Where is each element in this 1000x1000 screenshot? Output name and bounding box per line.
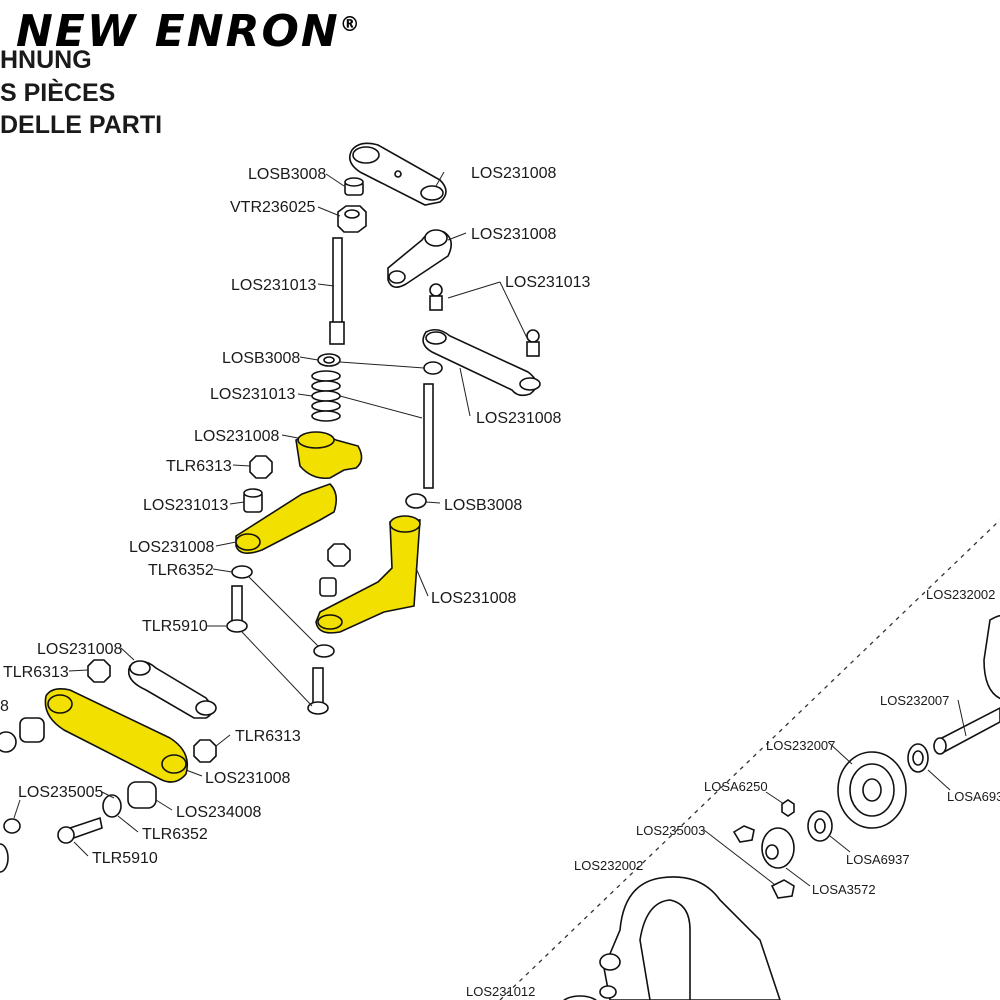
idler-shaft [933, 707, 1000, 755]
label-los231008-rack: LOS231008 [205, 770, 291, 787]
label-los231013-spring: LOS231013 [210, 386, 296, 403]
bolt-upper [226, 585, 248, 633]
label-vtr236025: VTR236025 [230, 199, 315, 216]
label-losa6250: LOSA6250 [704, 779, 768, 794]
label-los232002-bottom: LOS232002 [574, 858, 643, 873]
rack-top-link [127, 660, 217, 719]
lock-nut-rack-right [193, 739, 217, 763]
part-left-edge [0, 843, 9, 873]
label-losa6937: LOSA6937 [846, 852, 910, 867]
bellcrank-top [387, 229, 452, 288]
label-los231008-arm-right: LOS231008 [431, 590, 517, 607]
label-los234008: LOS234008 [176, 804, 262, 821]
steering-arm-left-yellow [235, 483, 338, 554]
spur-gear-los232007 [837, 751, 907, 829]
assembly-axis-line [499, 519, 1000, 1000]
gearbox-housing-los232002 [599, 876, 781, 1000]
washer-tlr6352-upper [231, 565, 253, 579]
bottom-edge-part [563, 995, 597, 1000]
lock-nut-mid [249, 455, 273, 479]
washer-tlr6352-rack [102, 794, 122, 818]
pivot-shaft-left [329, 237, 345, 345]
leader-lines [13, 171, 967, 887]
label-fragment-8: 8 [0, 698, 9, 715]
bushing-los234008 [127, 781, 157, 809]
label-tlr6313-a: TLR6313 [166, 458, 232, 475]
pinion-gear-losa3572 [761, 827, 795, 869]
lock-nut-top [337, 205, 367, 233]
label-losa3572: LOSA3572 [812, 882, 876, 897]
servo-saver-cup-yellow [295, 431, 363, 480]
bushing-rack-left [19, 717, 45, 743]
label-losb3008-mid: LOSB3008 [222, 350, 300, 367]
label-los231013-ball: LOS231013 [505, 274, 591, 291]
steering-rack-yellow [44, 688, 189, 783]
label-los231008-link: LOS231008 [476, 410, 562, 427]
brand-logo: NEW ENRON® [16, 6, 362, 57]
drag-link [422, 328, 541, 397]
label-los231013-shaft: LOS231013 [231, 277, 317, 294]
spring [311, 370, 341, 422]
washer-mid-left [317, 353, 341, 367]
label-losb3008-low: LOSB3008 [444, 497, 522, 514]
washer-low [405, 493, 427, 509]
heading-french: S PIÈCES [0, 79, 116, 107]
gearbox-top-fragment [983, 614, 1000, 700]
set-screw-losa6250 [781, 799, 795, 817]
label-los232007-gear: LOS232007 [766, 738, 835, 753]
label-los231008-bellcrank: LOS231008 [471, 226, 557, 243]
label-los231013-bushing: LOS231013 [143, 497, 229, 514]
registered-mark: ® [339, 12, 362, 36]
label-los231008-top: LOS231008 [471, 165, 557, 182]
label-los231008-rack-top: LOS231008 [37, 641, 123, 658]
bearing-losa6937 [807, 810, 833, 842]
pivot-shaft-right [423, 383, 434, 489]
bearing-losa693 [907, 743, 929, 773]
lock-nut-left [87, 659, 111, 683]
ball-stud-upper [429, 283, 443, 311]
bushing-top [344, 177, 364, 196]
label-tlr6313-c: TLR6313 [235, 728, 301, 745]
label-tlr6352-a: TLR6352 [148, 562, 214, 579]
brand-name: NEW ENRON [16, 6, 340, 57]
label-los235005: LOS235005 [18, 784, 104, 801]
lock-nut-right [327, 543, 351, 567]
bolt-lower [307, 667, 329, 715]
label-losa693: LOSA693 [947, 789, 1000, 804]
label-los235003: LOS235003 [636, 823, 705, 838]
bushing-right [319, 577, 337, 597]
screw-left-edge [3, 818, 21, 834]
label-losb3008-top: LOSB3008 [248, 166, 326, 183]
bushing-mid [243, 488, 263, 513]
bushing-rack-far-left [0, 731, 17, 753]
ball-stud-lower [526, 329, 540, 357]
label-los232007-shaft: LOS232007 [880, 693, 949, 708]
label-los232002-top: LOS232002 [926, 587, 995, 602]
part-labels: LOSB3008 LOS231008 VTR236025 LOS231008 L… [0, 165, 1000, 999]
label-los231008-cup: LOS231008 [194, 428, 280, 445]
screw-los235003-lower [770, 879, 795, 899]
label-los231012: LOS231012 [466, 984, 535, 999]
screw-los235003-upper [732, 825, 755, 843]
label-tlr5910-b: TLR5910 [92, 850, 158, 867]
label-los231008-arm-left: LOS231008 [129, 539, 215, 556]
label-tlr6313-b: TLR6313 [3, 664, 69, 681]
label-tlr6352-b: TLR6352 [142, 826, 208, 843]
heading-german: HNUNG [0, 46, 92, 74]
steering-arm-right-yellow [315, 515, 421, 634]
washer-tlr6352-lower [313, 644, 335, 658]
heading-italian: DELLE PARTI [0, 111, 163, 139]
label-tlr5910-a: TLR5910 [142, 618, 208, 635]
servo-saver-top-plate [349, 142, 447, 206]
bolt-rack [57, 816, 103, 844]
washer-mid-right [423, 361, 443, 375]
